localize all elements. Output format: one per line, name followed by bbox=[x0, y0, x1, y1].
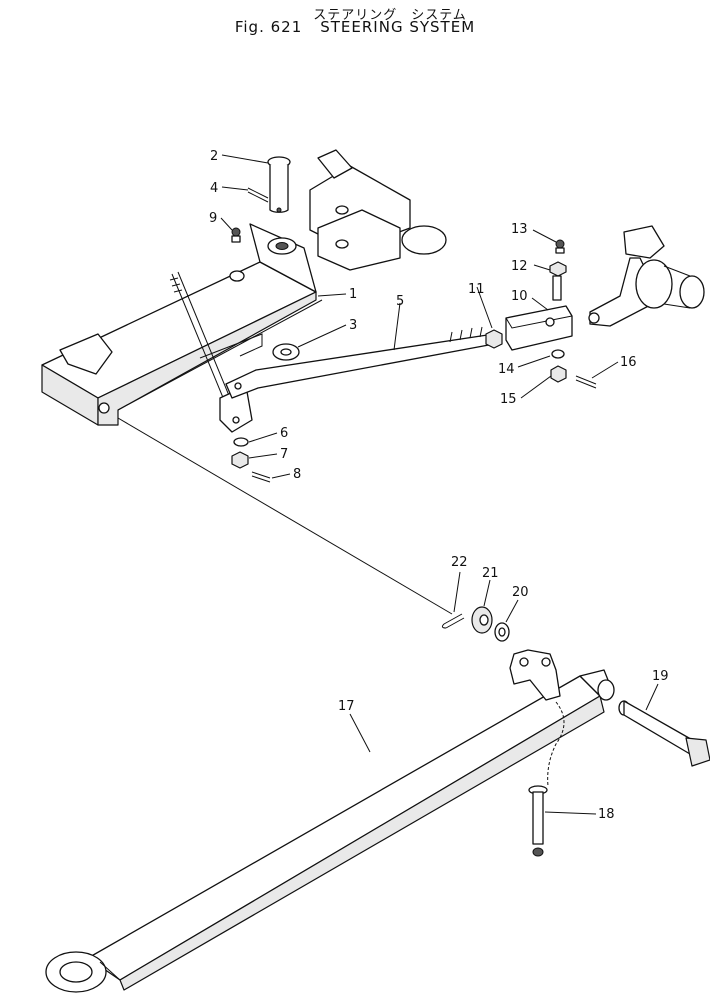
label-9: 9 bbox=[209, 211, 217, 226]
label-10: 10 bbox=[511, 289, 528, 304]
label-20: 20 bbox=[512, 585, 529, 600]
label-11: 11 bbox=[468, 282, 485, 297]
part-21-castle-nut bbox=[471, 606, 493, 634]
part-5-tie-rod bbox=[225, 326, 495, 399]
part-20-washer bbox=[494, 622, 510, 642]
label-21: 21 bbox=[482, 566, 499, 581]
label-17: 17 bbox=[338, 699, 355, 714]
label-8: 8 bbox=[293, 467, 301, 482]
label-1: 1 bbox=[349, 287, 357, 302]
label-19: 19 bbox=[652, 669, 669, 684]
stud-bolt bbox=[169, 271, 231, 401]
label-22: 22 bbox=[451, 555, 468, 570]
part-8-cotter-pin bbox=[251, 471, 271, 483]
part-19-bolt bbox=[618, 700, 710, 767]
label-12: 12 bbox=[511, 259, 528, 274]
label-5: 5 bbox=[396, 294, 404, 309]
part-15-nut bbox=[550, 365, 567, 383]
part-16-cotter-pin bbox=[575, 375, 597, 389]
part-7-nut bbox=[231, 451, 249, 469]
label-16: 16 bbox=[620, 355, 637, 370]
part-6-washer bbox=[233, 437, 249, 447]
part-4-cotter-pin bbox=[247, 187, 269, 203]
label-3: 3 bbox=[349, 318, 357, 333]
label-15: 15 bbox=[500, 392, 517, 407]
chain bbox=[547, 701, 565, 787]
label-7: 7 bbox=[280, 447, 288, 462]
part-11-nut bbox=[485, 329, 503, 349]
part-12-bolt bbox=[549, 261, 567, 301]
part-1-steering-arm bbox=[41, 223, 323, 426]
part-14-washer bbox=[551, 349, 565, 359]
assembly-line bbox=[117, 417, 453, 615]
label-6: 6 bbox=[280, 426, 288, 441]
title-japanese: ステアリング システム bbox=[313, 8, 467, 23]
part-3-washer bbox=[272, 343, 300, 361]
label-2: 2 bbox=[210, 149, 218, 164]
part-9-grease-nipple bbox=[231, 227, 241, 243]
part-2-pin bbox=[267, 156, 291, 213]
title-english-line: Fig. 621 STEERING SYSTEM bbox=[0, 18, 710, 36]
figure-number: Fig. 621 bbox=[234, 18, 303, 36]
leader-lines bbox=[220, 154, 659, 815]
part-17-drawbar bbox=[45, 649, 615, 993]
upper-bracket bbox=[309, 149, 447, 271]
label-4: 4 bbox=[210, 181, 218, 196]
label-13: 13 bbox=[511, 222, 528, 237]
part-10-clevis bbox=[505, 305, 573, 351]
part-18-lock-pin bbox=[528, 785, 548, 857]
part-22-cotter-pin bbox=[441, 613, 465, 629]
steering-knuckle bbox=[588, 225, 705, 327]
label-18: 18 bbox=[598, 807, 615, 822]
title-english: STEERING SYSTEM bbox=[320, 18, 476, 36]
part-13-grease-nipple bbox=[555, 239, 565, 254]
label-14: 14 bbox=[498, 362, 515, 377]
